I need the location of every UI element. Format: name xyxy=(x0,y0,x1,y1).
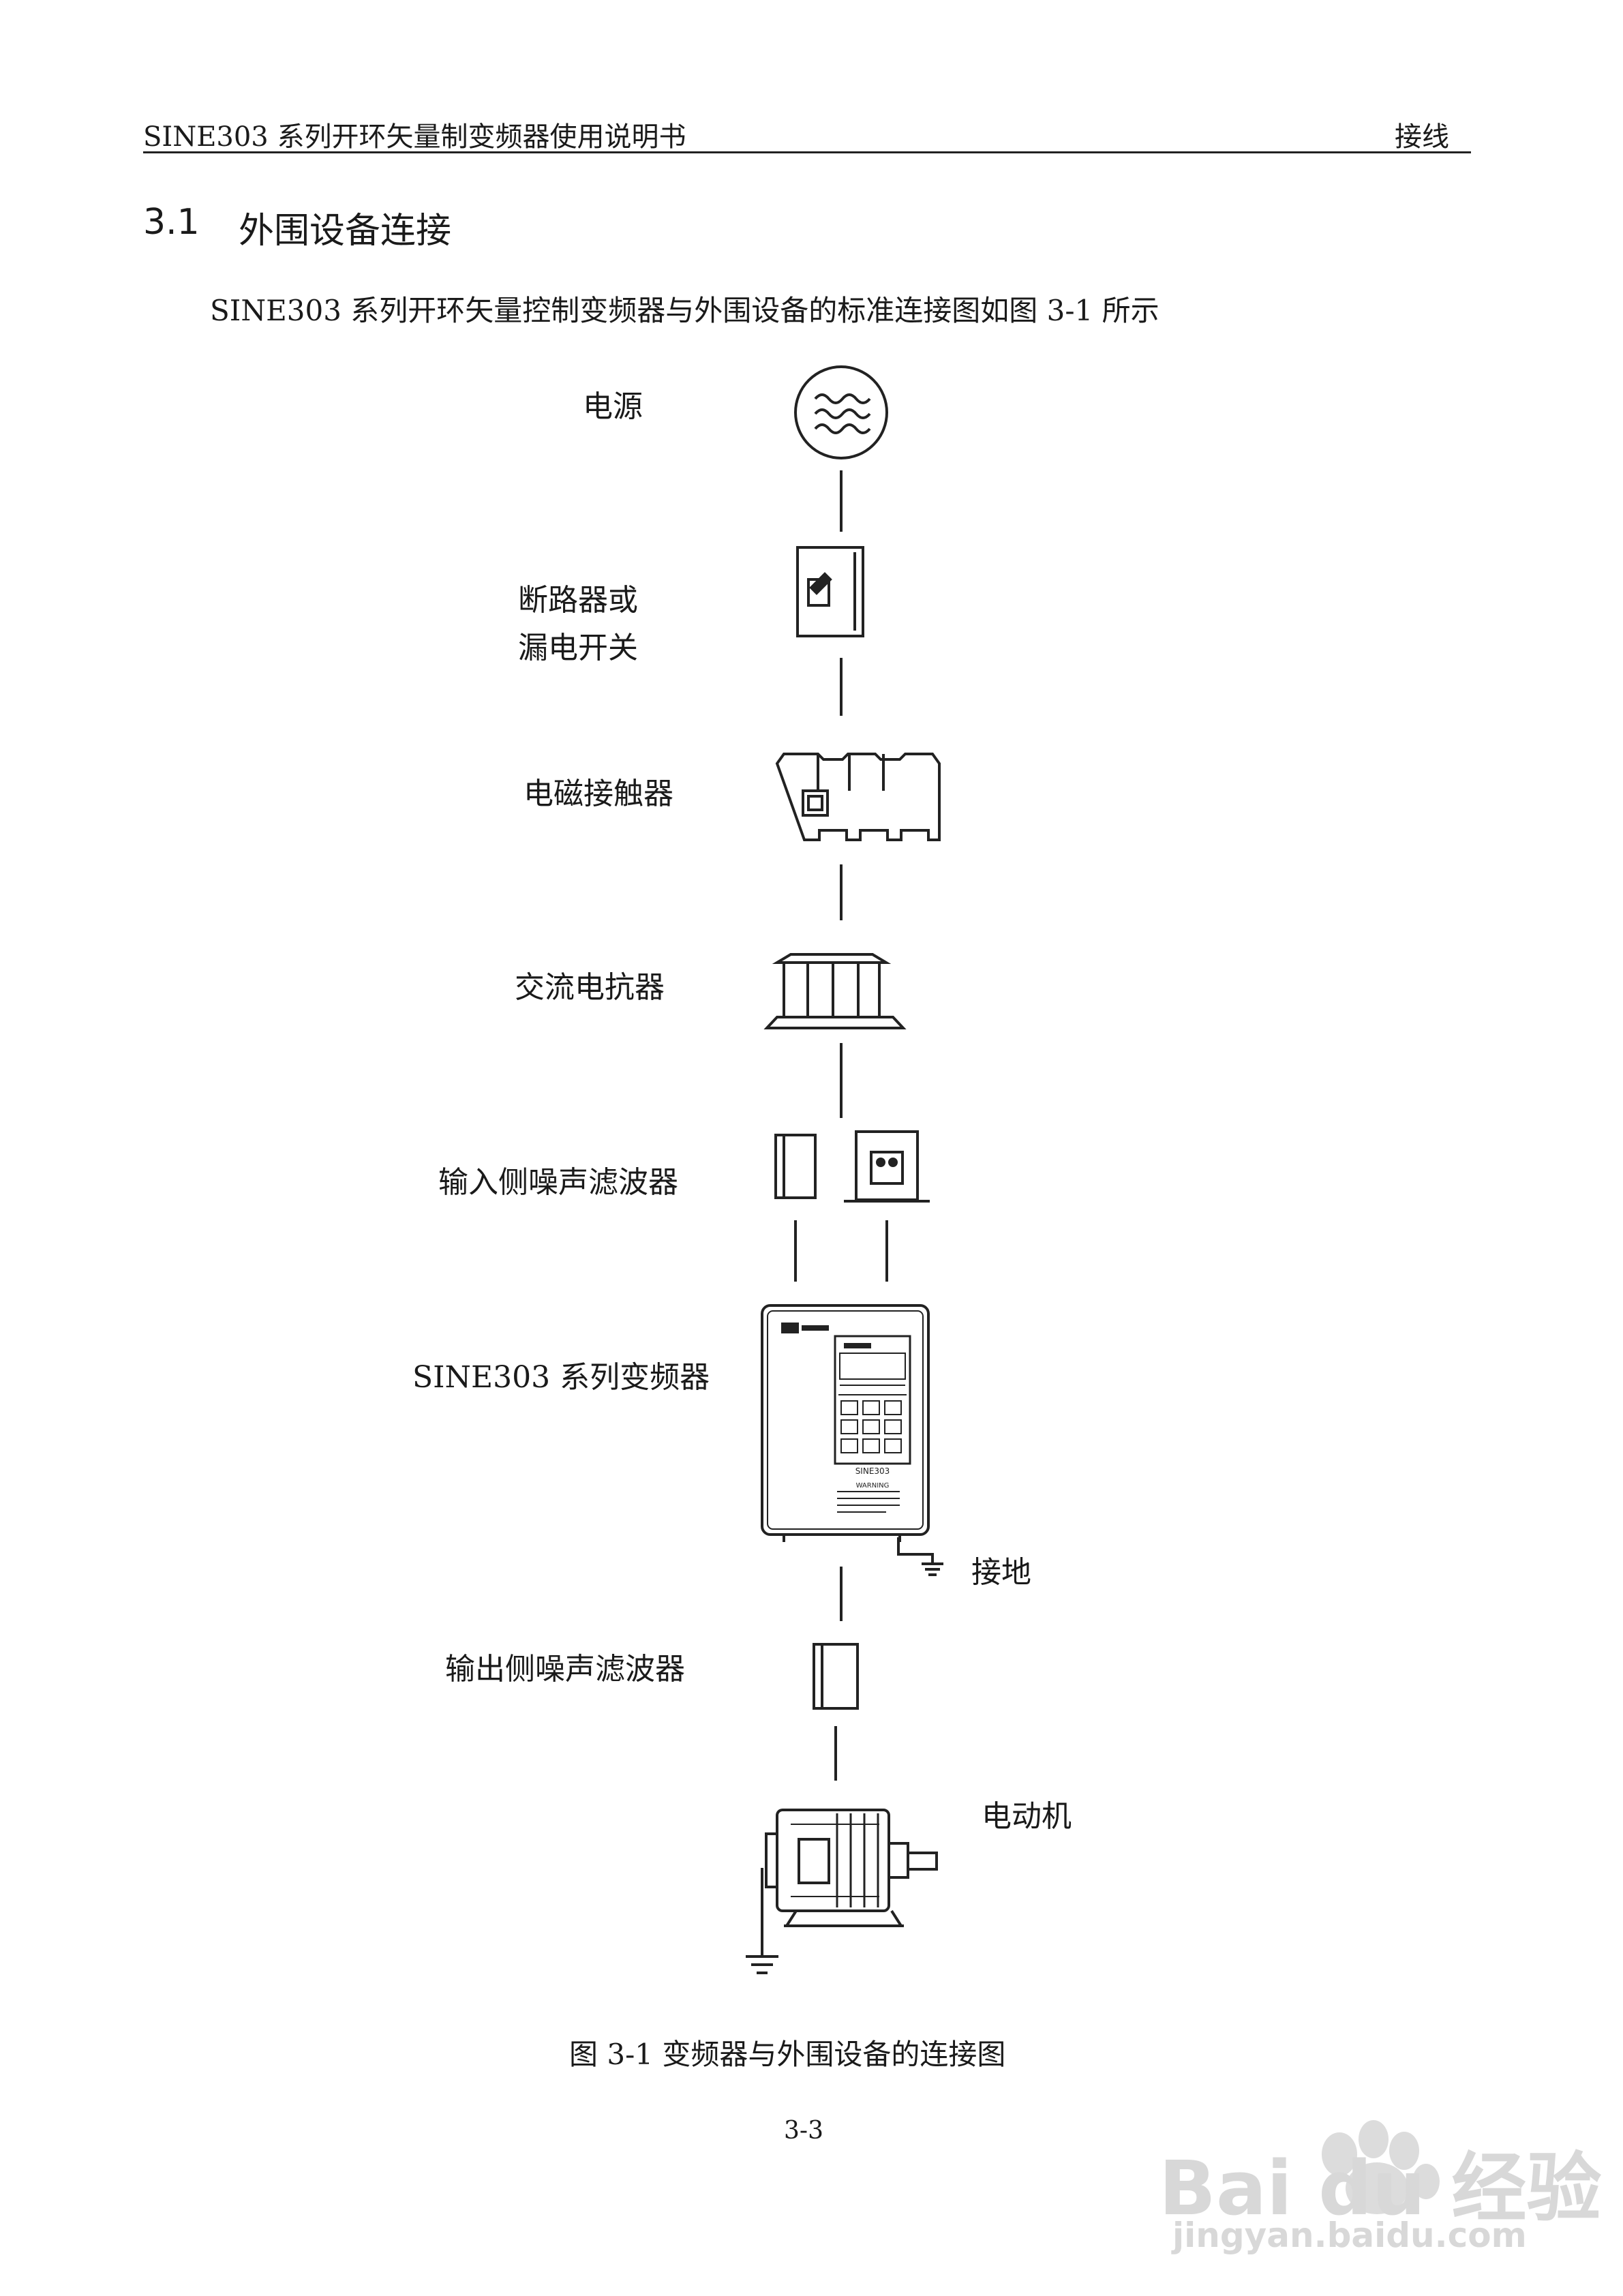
intro-paragraph: SINE303 系列开环矢量控制变频器与外围设备的标准连接图如图 3-1 所示 xyxy=(210,294,1159,327)
watermark-brand: Bai du 经验 xyxy=(1159,2145,1602,2232)
watermark-url: jingyan.baidu.com xyxy=(1172,2216,1527,2255)
section-number: 3.1 xyxy=(143,202,200,243)
inverter-icon xyxy=(761,1304,930,1542)
page-number: 3-3 xyxy=(784,2117,823,2145)
inverter-logo-text xyxy=(802,1325,829,1331)
label-inverter: SINE303 系列变频器 xyxy=(412,1360,710,1395)
motor-icon xyxy=(765,1809,938,1927)
label-reactor: 交流电抗器 xyxy=(515,970,665,1005)
label-output-filter: 输出侧噪声滤波器 xyxy=(445,1652,685,1687)
figure-caption: 图 3-1 变频器与外围设备的连接图 xyxy=(569,2038,1006,2071)
contactor-icon xyxy=(775,753,941,841)
input-filter-transformer-icon xyxy=(844,1130,930,1203)
label-breaker-line2: 漏电开关 xyxy=(518,631,638,665)
inverter-warning-text: WARNING xyxy=(856,1482,890,1490)
label-power: 电源 xyxy=(583,389,643,424)
label-breaker-line1: 断路器或 xyxy=(518,583,638,618)
baidu-watermark: Bai du 经验 jingyan.baidu.com xyxy=(1159,2086,1601,2256)
input-filter-icon xyxy=(774,1134,817,1199)
ac-reactor-icon xyxy=(763,953,907,1029)
header-rule xyxy=(143,151,1471,153)
output-filter-icon xyxy=(813,1643,859,1710)
panel-logo xyxy=(844,1343,871,1348)
label-contactor: 电磁接触器 xyxy=(524,776,673,811)
header-title: SINE303 系列开环矢量制变频器使用说明书 xyxy=(143,121,686,153)
label-input-filter: 输入侧噪声滤波器 xyxy=(438,1165,678,1200)
breaker-icon xyxy=(796,546,864,637)
inverter-keypad xyxy=(840,1400,902,1453)
inverter-logo-mark xyxy=(781,1323,799,1333)
motor-ground-icon xyxy=(746,1868,778,1974)
label-motor: 电动机 xyxy=(982,1799,1072,1834)
paw-icon xyxy=(1322,2120,1440,2214)
ac-power-source-icon xyxy=(794,365,888,459)
inverter-model-text: SINE303 xyxy=(855,1466,890,1476)
ground-icon xyxy=(897,1537,943,1576)
inverter-warning-label xyxy=(837,1491,900,1513)
section-title: 外围设备连接 xyxy=(239,211,452,252)
header-chapter: 接线 xyxy=(1395,121,1449,153)
label-ground: 接地 xyxy=(971,1555,1031,1590)
